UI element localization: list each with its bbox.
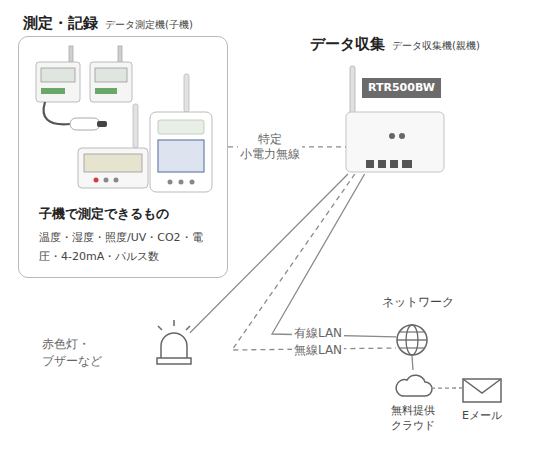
cloud-link (412, 356, 413, 370)
antenna (350, 66, 355, 114)
antenna (118, 46, 122, 62)
lcd-screen (95, 68, 127, 82)
globe-latitude (400, 331, 424, 332)
email-link (431, 387, 462, 389)
port (366, 160, 374, 168)
logger-body (90, 62, 132, 102)
probe-cable (44, 102, 70, 124)
antenna (133, 104, 138, 148)
cloud-service: 無料提供 クラウド (395, 370, 431, 398)
connector-label: 特定 小電力無線 (238, 132, 302, 162)
logger-body (36, 62, 80, 102)
model-label: RTR500BW (362, 78, 441, 98)
warning-light: 赤色灯・ブザーなど (155, 328, 193, 368)
connector-group (190, 147, 462, 388)
logger-body (78, 148, 148, 188)
globe-latitude (400, 347, 424, 348)
base-unit-body (346, 112, 444, 172)
list-heading: 子機で測定できるもの (39, 205, 169, 224)
lcd-screen (158, 140, 204, 172)
wireless-lan-link (232, 174, 396, 350)
status-led (399, 133, 405, 139)
unit-subheading: データ収集機(親機) (392, 39, 480, 54)
email-label: Eメール (454, 408, 510, 424)
light-dome (161, 333, 187, 358)
antenna (69, 46, 73, 62)
measurement-list: 温度・湿度・照度/UV・CO2・電圧・4-20mA・パルス数 (39, 229, 219, 266)
status-led (389, 133, 395, 139)
network-globe: ネットワーク (396, 324, 428, 356)
alarm-link (190, 174, 348, 333)
port (378, 160, 386, 168)
indicator-button (94, 178, 99, 183)
light-ray (158, 326, 162, 330)
logger-body (150, 112, 212, 192)
probe-sensor (70, 118, 100, 130)
email-service: Eメール (462, 376, 502, 402)
indicator-button (179, 180, 184, 185)
envelope-flap (463, 379, 501, 393)
antenna (184, 74, 189, 112)
cloud-icon (396, 375, 432, 396)
port (390, 160, 398, 168)
base-unit: データ収集データ収集機(親機)RTR500BW (346, 76, 444, 174)
group-heading: 測定・記録 (23, 13, 98, 35)
cloud-label: 無料提供 クラウド (388, 404, 438, 434)
sensor-panel (158, 120, 204, 134)
connector-label: 有線LAN (292, 326, 344, 342)
port (402, 160, 412, 168)
probe-tip (97, 121, 107, 127)
device-group-box: 測定・記録データ測定機(子機)子機で測定できるもの温度・湿度・照度/UV・CO2… (18, 36, 228, 278)
globe-icon (397, 325, 427, 355)
network-label: ネットワーク (382, 294, 454, 311)
indicator-button (168, 180, 173, 185)
indicator-button (114, 178, 119, 183)
group-subheading: データ測定機(子機) (105, 18, 193, 33)
lcd-screen (41, 68, 75, 82)
indicator-button (104, 178, 109, 183)
light-ray (173, 320, 175, 326)
wired-lan-link (272, 174, 396, 337)
globe-equator (397, 339, 427, 340)
indicator-button (190, 180, 195, 185)
envelope-icon (463, 379, 501, 402)
logo-strip (41, 88, 65, 94)
lcd-screen (84, 154, 142, 172)
unit-heading: データ収集 (310, 34, 385, 56)
light-base (157, 358, 191, 364)
light-ray (186, 326, 190, 330)
logo-strip (95, 88, 117, 94)
connector-label: 無線LAN (292, 343, 344, 359)
output-label: 赤色灯・ブザーなど (42, 336, 108, 370)
